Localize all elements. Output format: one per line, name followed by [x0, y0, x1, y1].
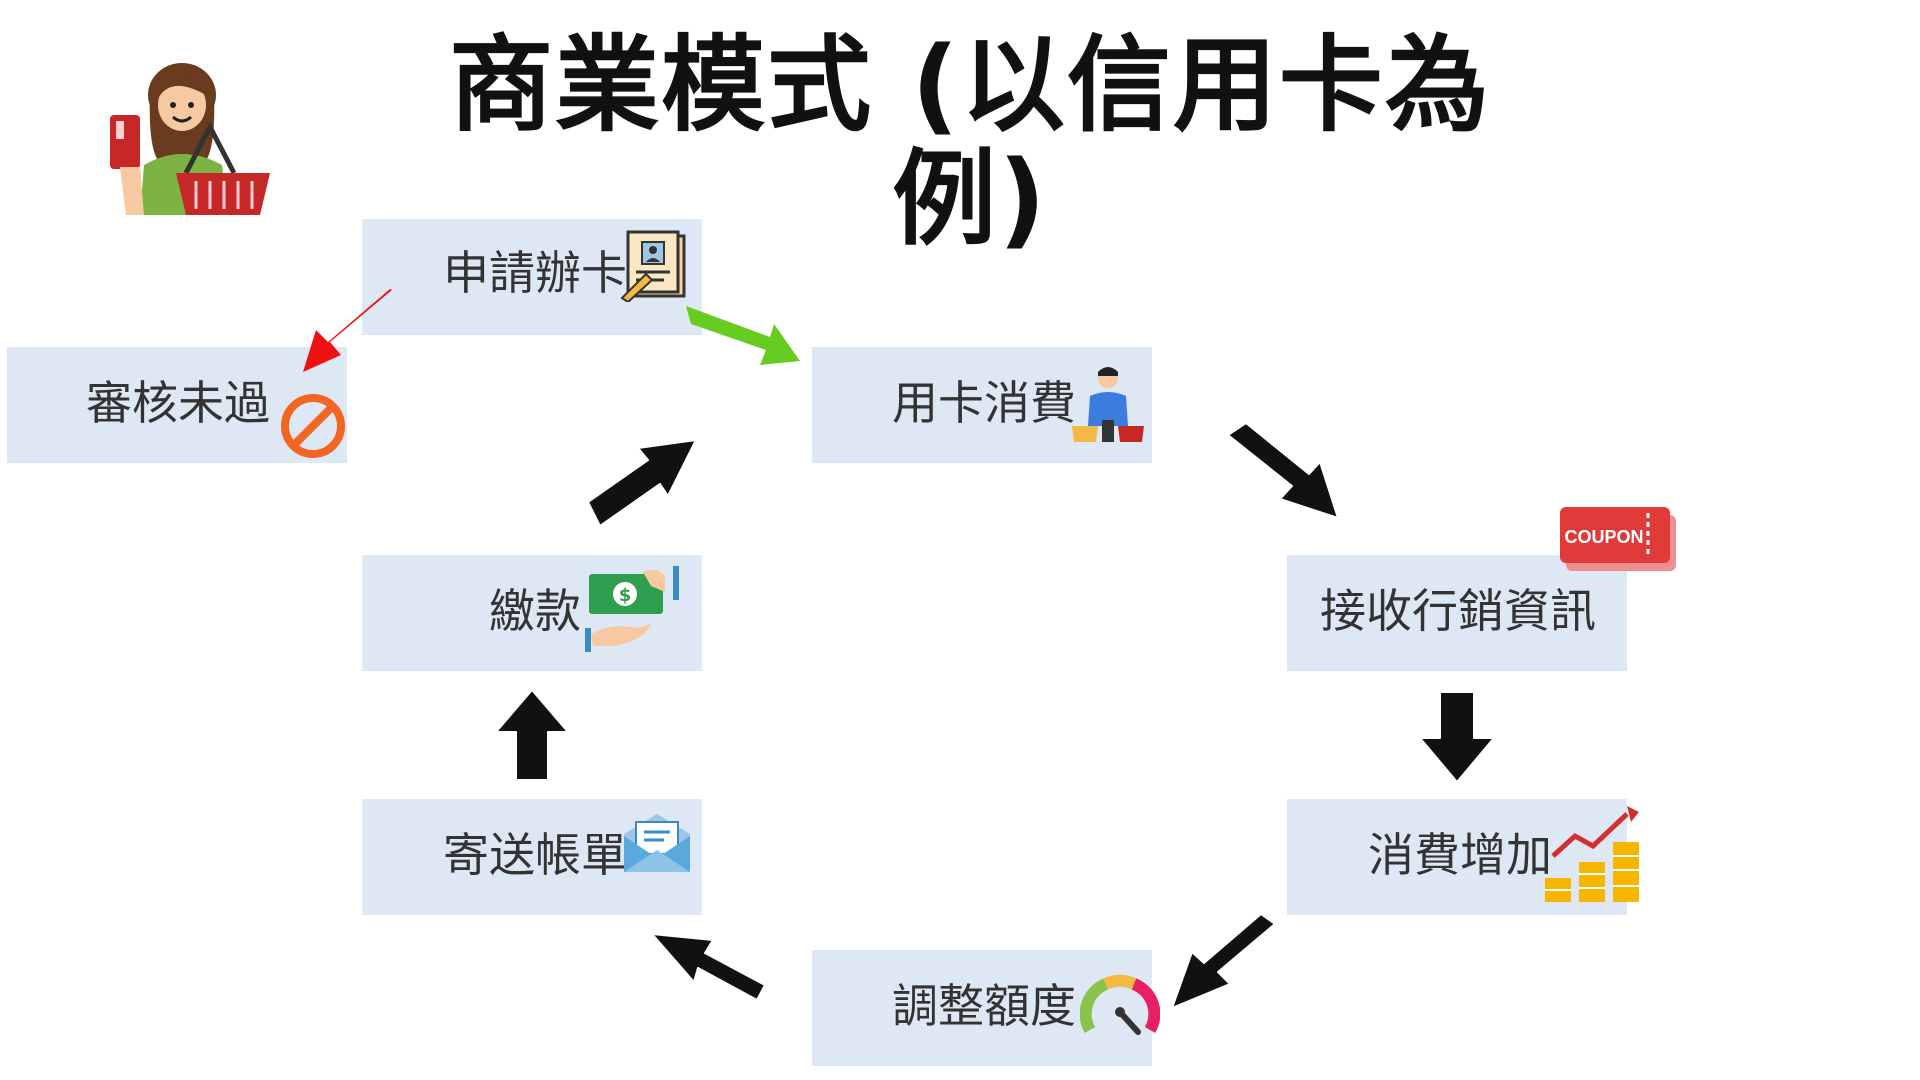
label-pay: 繳款 — [489, 584, 581, 638]
payment-cash-icon: $ — [585, 566, 679, 652]
arrow-approved — [686, 306, 800, 365]
application-form-icon — [620, 230, 686, 302]
svg-text:$: $ — [619, 585, 632, 606]
label-bill: 寄送帳單 — [443, 828, 627, 882]
gauge-icon — [1080, 974, 1160, 1035]
page-title: 商業模式 (以信用卡為例) — [449, 24, 1491, 261]
label-adjust: 調整額度 — [892, 979, 1076, 1033]
label-marketing: 接收行銷資訊 — [1320, 584, 1596, 638]
prohibited-icon — [281, 394, 345, 458]
label-rejected: 審核未過 — [86, 376, 270, 430]
arrow-marketing-to-increase — [1419, 691, 1495, 783]
node-adjust — [812, 950, 1152, 1066]
arrow-rejected — [303, 289, 392, 372]
envelope-icon — [624, 814, 690, 872]
arrow-bill-to-pay — [495, 689, 569, 781]
coupon-icon: COUPON — [1560, 507, 1676, 571]
arrow-increase-to-adjust — [1171, 913, 1276, 1009]
node-marketing — [1287, 555, 1627, 671]
arrow-pay-to-spend — [587, 439, 697, 527]
growth-chart-icon — [1545, 806, 1639, 902]
coupon-text: COUPON — [1564, 527, 1643, 547]
label-apply: 申請辦卡 — [443, 246, 627, 300]
arrow-adjust-to-bill — [651, 933, 766, 1001]
label-spend: 用卡消費 — [892, 376, 1076, 430]
shopper-icon — [110, 63, 270, 215]
label-increase: 消費增加 — [1368, 828, 1552, 882]
shopper-baskets-icon — [1072, 367, 1144, 442]
arrow-spend-to-marketing — [1227, 422, 1339, 519]
